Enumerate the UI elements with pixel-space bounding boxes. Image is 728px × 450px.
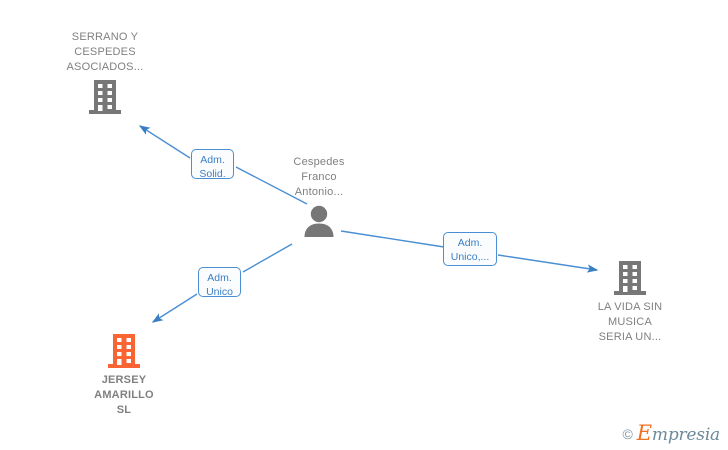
edge-person-to-jersey-amarillo[interactable] [151, 243, 293, 323]
node-company-la-vida-sin-musica[interactable]: LA VIDA SIN MUSICA SERIA UN... [555, 260, 705, 345]
edge-label-adm-solid[interactable]: Adm. Solid. [191, 149, 234, 180]
building-icon [30, 79, 180, 115]
node-company-serrano-y-cespedes-asociados[interactable]: SERRANO Y CESPEDES ASOCIADOS... [30, 30, 180, 115]
building-icon [49, 333, 199, 369]
building-icon [555, 260, 705, 296]
node-label-la-vida-sin-musica: LA VIDA SIN MUSICA SERIA UN... [597, 301, 663, 343]
node-company-jersey-amarillo-sl[interactable]: JERSEY AMARILLO SL [49, 333, 199, 418]
person-icon [244, 204, 394, 238]
edge-person-to-la-vida-sin-musica[interactable] [340, 230, 599, 273]
empresia-watermark: © Empresia [622, 423, 720, 444]
empresia-logo: Empresia [637, 423, 720, 444]
node-label-cespedes-franco-antonio: Cespedes Franco Antonio... [293, 156, 345, 198]
node-label-serrano: SERRANO Y CESPEDES ASOCIADOS... [66, 31, 144, 73]
edge-person-to-serrano[interactable] [138, 125, 308, 205]
empresia-logo-text: mpresia [651, 425, 720, 445]
copyright-icon: © [622, 425, 633, 442]
edge-label-adm-unico-multiple[interactable]: Adm. Unico,... [443, 232, 497, 266]
edge-label-adm-unico[interactable]: Adm. Unico [198, 267, 241, 298]
empresia-logo-initial: E [636, 421, 652, 445]
node-person-cespedes-franco-antonio[interactable]: Cespedes Franco Antonio... [244, 155, 394, 238]
node-label-jersey-amarillo-sl: JERSEY AMARILLO SL [94, 374, 154, 416]
